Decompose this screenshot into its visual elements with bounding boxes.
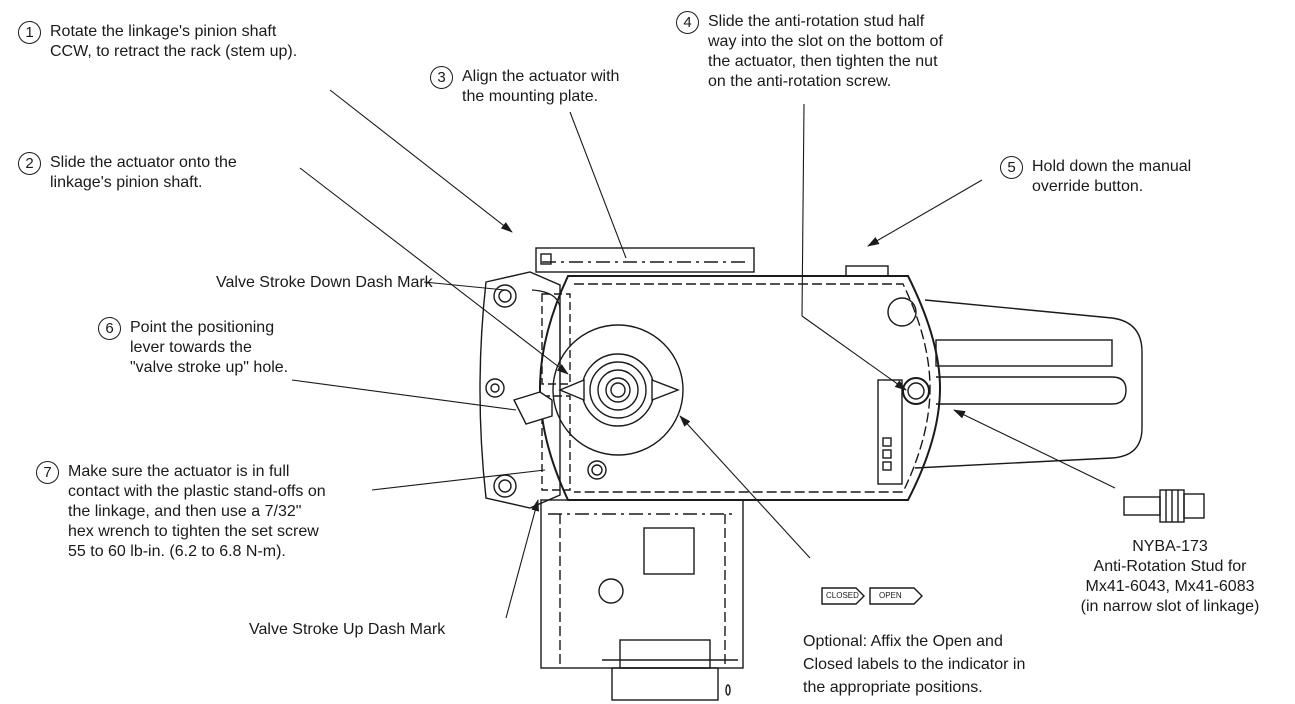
leader-step-5 bbox=[867, 179, 983, 247]
leader-stroke-down bbox=[423, 281, 506, 291]
closed-tag-shape bbox=[821, 587, 865, 605]
open-tag-shape bbox=[869, 587, 923, 605]
label-part-line-2: Mx41-6043, Mx41-6083 bbox=[1085, 578, 1255, 595]
step-text-1: Rotate the linkage's pinion shaft CCW, t… bbox=[50, 23, 298, 60]
leader-step-2 bbox=[299, 167, 569, 375]
manual-override-button bbox=[845, 265, 889, 277]
actuator-body bbox=[538, 275, 942, 501]
linkage-column bbox=[540, 499, 744, 701]
step-number-5: 5 bbox=[1000, 156, 1023, 179]
closed-tag-label: CLOSED bbox=[826, 591, 859, 600]
step-text-7: Make sure the actuator is in full contac… bbox=[68, 463, 326, 560]
step-text-3: Align the actuator with the mounting pla… bbox=[462, 68, 620, 105]
step-number-4: 4 bbox=[676, 11, 699, 34]
label-part-number: NYBA-173 bbox=[1132, 538, 1208, 555]
label-optional-3: the appropriate positions. bbox=[803, 679, 983, 696]
mounting-plate bbox=[535, 247, 755, 273]
leader-optional bbox=[679, 415, 811, 559]
step-number-6: 6 bbox=[98, 317, 121, 340]
position-indicator bbox=[552, 324, 684, 456]
leader-step-6 bbox=[291, 379, 517, 411]
leader-step-7 bbox=[371, 469, 546, 491]
leader-step-4 bbox=[801, 103, 805, 317]
label-stroke-up: Valve Stroke Up Dash Mark bbox=[249, 621, 446, 638]
leader-part bbox=[953, 409, 1116, 489]
open-tag-label: OPEN bbox=[879, 591, 902, 600]
leader-step-3 bbox=[569, 111, 627, 259]
stud-detail bbox=[1123, 489, 1205, 523]
label-part-line-1: Anti-Rotation Stud for bbox=[1093, 558, 1247, 575]
step-text-4: Slide the anti-rotation stud half way in… bbox=[708, 13, 943, 90]
leader-step-4b bbox=[801, 315, 907, 391]
step-number-7: 7 bbox=[36, 461, 59, 484]
step-text-6: Point the positioning lever towards the … bbox=[130, 319, 289, 376]
leader-step-1 bbox=[329, 89, 513, 233]
step-number-1: 1 bbox=[18, 21, 41, 44]
step-text-2: Slide the actuator onto the linkage's pi… bbox=[50, 154, 237, 191]
linkage-arm bbox=[914, 299, 1143, 469]
label-stroke-down: Valve Stroke Down Dash Mark bbox=[216, 274, 433, 291]
label-part-line-3: (in narrow slot of linkage) bbox=[1080, 598, 1260, 615]
label-optional-1: Optional: Affix the Open and bbox=[803, 633, 1003, 650]
step-number-3: 3 bbox=[430, 66, 453, 89]
anti-rotation-stud bbox=[877, 377, 930, 485]
step-number-2: 2 bbox=[18, 152, 41, 175]
leader-stroke-up bbox=[505, 499, 539, 619]
label-optional-2: Closed labels to the indicator in bbox=[803, 656, 1026, 673]
step-text-5: Hold down the manual override button. bbox=[1032, 158, 1192, 195]
